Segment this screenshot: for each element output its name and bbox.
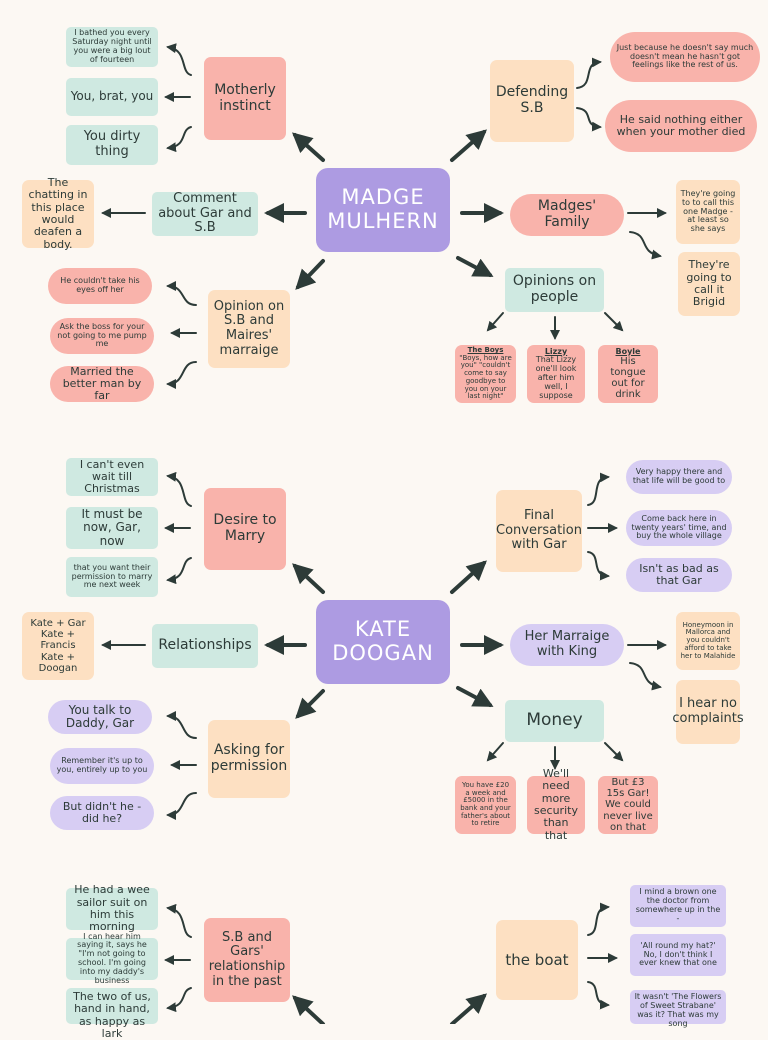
- leaf-title: The Boys: [467, 346, 504, 355]
- topic-opinion-sb-marraige: Opinion on S.B and Maires' marraige: [208, 290, 290, 368]
- quote-leaf: Come back here in twenty years' time, an…: [626, 510, 732, 546]
- quote-leaf: They're going to to call this one Madge …: [676, 180, 740, 244]
- quote-leaf: 'All round my hat?' No, I don't think I …: [630, 934, 726, 976]
- quote-leaf: Married the better man by far: [50, 365, 154, 402]
- quote-leaf: Remember it's up to you, entirely up to …: [50, 748, 154, 784]
- quote-leaf: You have £20 a week and £5000 in the ban…: [455, 776, 516, 834]
- quote-leaf: The two of us, hand in hand, as happy as…: [66, 988, 158, 1040]
- topic-comment-gar-sb: Comment about Gar and S.B: [152, 191, 258, 236]
- topic-sb-gar-relationship: S.B and Gars' relationship in the past: [204, 918, 290, 1002]
- quote-leaf: He said nothing either when your mother …: [605, 100, 757, 152]
- central-node: MADGE MULHERN: [316, 168, 450, 252]
- quote-leaf: It must be now, Gar, now: [66, 507, 158, 549]
- quote-leaf: I can't even wait till Christmas: [66, 458, 158, 496]
- quote-leaf: I mind a brown one the doctor from somew…: [630, 885, 726, 927]
- topic-relationships: Relationships: [152, 624, 258, 668]
- topic-opinions-people: Opinions on people: [505, 268, 604, 312]
- quote-leaf: But didn't he - did he?: [50, 796, 154, 830]
- quote-leaf: They're going to call it Brigid: [678, 252, 740, 316]
- topic-the-boat: the boat: [496, 920, 578, 1000]
- topic-money: Money: [505, 700, 604, 742]
- quote-leaf: I can hear him saying it, says he "I'm n…: [66, 932, 158, 984]
- quote-leaf: Boyle His tongue out for drink: [598, 345, 658, 403]
- central-node: KATE DOOGAN: [316, 600, 450, 684]
- topic-asking-permission: Asking for permission: [208, 720, 290, 798]
- topic-final-conversation: Final Conversation with Gar: [496, 490, 582, 572]
- leaf-title: Boyle: [615, 346, 641, 356]
- topic-defending-sb: Defending S.B: [490, 60, 574, 142]
- quote-leaf: You, brat, you: [66, 78, 158, 116]
- quote-leaf: Just because he doesn't say much doesn't…: [610, 32, 760, 82]
- quote-leaf: It wasn't 'The Flowers of Sweet Strabane…: [630, 990, 726, 1028]
- quote-leaf: He had a wee sailor suit on him this mor…: [66, 884, 158, 933]
- quote-leaf: Very happy there and that life will be g…: [626, 460, 732, 494]
- quote-leaf: that you want their permission to marry …: [66, 557, 158, 597]
- quote-leaf: Kate + Gar Kate + Francis Kate + Doogan: [22, 612, 94, 680]
- quote-leaf: The chatting in this place would deafen …: [22, 176, 94, 250]
- quote-leaf: Isn't as bad as that Gar: [626, 558, 732, 592]
- quote-leaf: The Boys "Boys, how are you" "couldn't c…: [455, 345, 516, 403]
- quote-leaf: Lizzy That Lizzy one'll look after him w…: [527, 345, 585, 403]
- quote-leaf: I bathed you every Saturday night until …: [66, 27, 158, 67]
- quote-leaf: He couldn't take his eyes off her: [48, 268, 152, 304]
- topic-her-marraige: Her Marraige with King: [510, 624, 624, 666]
- quote-leaf: You dirty thing: [66, 125, 158, 165]
- topic-madges-family: Madges' Family: [510, 194, 624, 236]
- quote-leaf: Ask the boss for your not going to me pu…: [50, 318, 154, 354]
- quote-leaf: I hear no complaints: [672, 680, 744, 744]
- quote-leaf: You talk to Daddy, Gar: [48, 700, 152, 734]
- leaf-text: "Boys, how are you" "couldn't come to sa…: [459, 353, 512, 401]
- quote-leaf: We'll need more security than that: [527, 767, 585, 841]
- quote-leaf: Honeymoon in Mallorca and you couldn't a…: [676, 612, 740, 670]
- leaf-text: That Lizzy one'll look after him well, I…: [535, 355, 577, 400]
- leaf-title: Lizzy: [544, 346, 568, 356]
- leaf-text: His tongue out for drink: [610, 356, 646, 401]
- topic-motherly-instinct: Motherly instinct: [204, 57, 286, 140]
- quote-leaf: But £3 15s Gar! We could never live on t…: [598, 776, 658, 834]
- topic-desire-to-marry: Desire to Marry: [204, 488, 286, 570]
